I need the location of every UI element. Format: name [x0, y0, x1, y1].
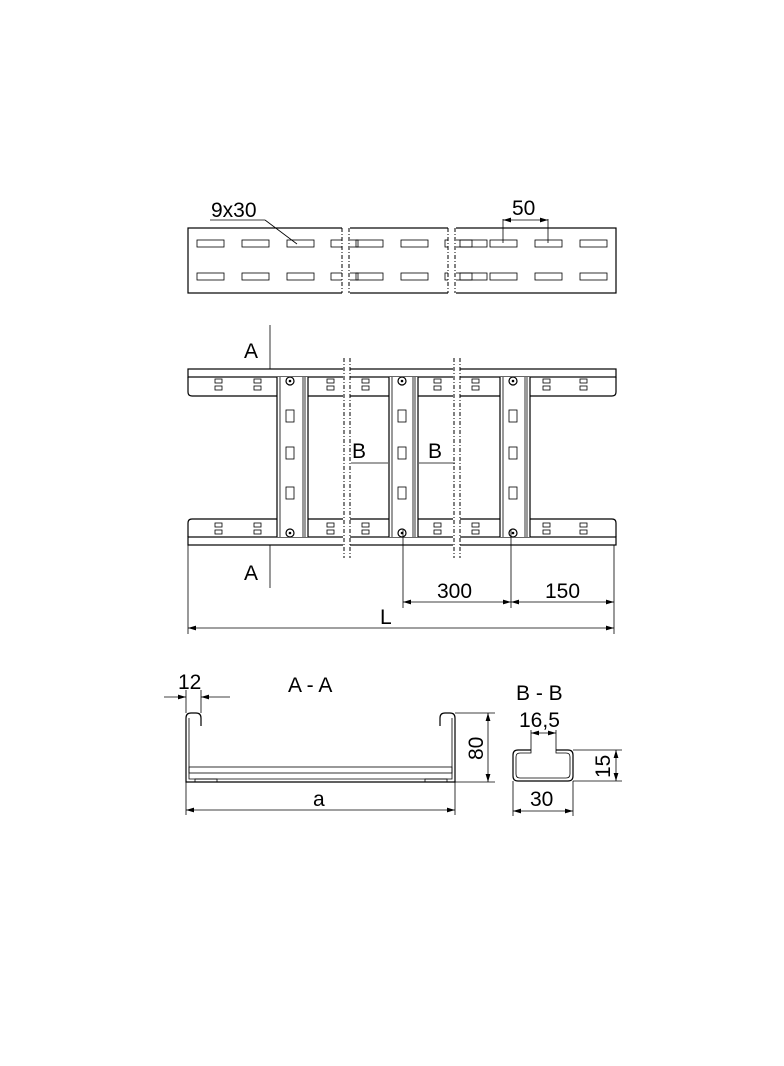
slot-pitch-label: 50 — [512, 197, 535, 220]
rung-slot — [285, 446, 295, 460]
rail-slot — [214, 385, 223, 391]
rung — [388, 376, 419, 538]
rail-slot — [326, 378, 335, 384]
rail-slot — [214, 529, 223, 535]
rail-slot — [326, 529, 335, 535]
slot — [459, 239, 488, 248]
bolt — [397, 376, 407, 386]
section-a-marker-top: A — [244, 340, 258, 363]
rail-slot — [471, 385, 480, 391]
rung-slot — [285, 409, 295, 423]
section-a-marker-bottom: A — [244, 562, 258, 585]
section-b-marker-left: B — [352, 440, 366, 463]
bolt — [285, 528, 295, 538]
length-dimension: L — [380, 606, 392, 629]
rail-slot — [253, 378, 262, 384]
rail-slot — [433, 529, 442, 535]
section-b-marker-right: B — [428, 440, 442, 463]
slot — [355, 272, 384, 281]
rail-slot — [253, 529, 262, 535]
rung-slot — [508, 409, 518, 423]
rail-slot — [579, 529, 588, 535]
slot — [241, 272, 270, 281]
rung-slot — [397, 409, 407, 423]
rail-slot — [253, 522, 262, 528]
rail-slot — [361, 522, 370, 528]
slot-size-label: 9x30 — [211, 199, 257, 222]
rail-slot — [471, 522, 480, 528]
slot — [579, 272, 608, 281]
rung — [276, 376, 309, 538]
rail-slot — [433, 378, 442, 384]
bolt — [285, 376, 295, 386]
slot — [459, 272, 488, 281]
rail-slot — [471, 378, 480, 384]
bb-width-dimension: 30 — [530, 788, 553, 811]
rung-slot — [285, 486, 295, 500]
rail-slot — [579, 378, 588, 384]
rail-slot — [361, 385, 370, 391]
slot — [286, 272, 315, 281]
rail-slot — [542, 378, 551, 384]
slot — [534, 272, 563, 281]
bolt — [508, 528, 518, 538]
bolt — [397, 528, 407, 538]
slot — [400, 272, 429, 281]
rail-slot — [579, 385, 588, 391]
slot — [534, 239, 563, 248]
slot — [489, 239, 518, 248]
rung-slot — [508, 486, 518, 500]
lip-width-dimension: 12 — [178, 671, 201, 694]
rail-slot — [253, 385, 262, 391]
rail-slot — [214, 522, 223, 528]
slot — [400, 239, 429, 248]
section-bb: B - B 16,5 15 30 — [512, 682, 622, 816]
section-aa-title: A - A — [288, 674, 332, 697]
rail-slot — [361, 378, 370, 384]
slot — [286, 239, 315, 248]
rail-slot — [579, 522, 588, 528]
rung — [499, 376, 531, 538]
slot — [579, 239, 608, 248]
rail-slot — [326, 385, 335, 391]
slot — [241, 239, 270, 248]
rail-slot — [326, 522, 335, 528]
end-distance-dimension: 150 — [545, 580, 580, 603]
rung-slot — [508, 446, 518, 460]
rung-pitch-dimension: 300 — [437, 580, 472, 603]
rail-slot — [542, 529, 551, 535]
rail-slot — [433, 385, 442, 391]
slot-width-dimension: 16,5 — [519, 709, 560, 732]
width-dimension: a — [313, 788, 325, 811]
rail-slot — [214, 378, 223, 384]
slot — [444, 239, 473, 248]
slot — [444, 272, 473, 281]
rail-slot — [433, 522, 442, 528]
slot — [196, 272, 225, 281]
slot — [355, 239, 384, 248]
rail-slot — [542, 385, 551, 391]
rail-slot — [471, 529, 480, 535]
section-aa: A - A 12 80 a — [164, 671, 495, 815]
rail-slot — [542, 522, 551, 528]
plan-view: A A B B 300 150 L — [187, 325, 617, 634]
rail-slot — [361, 529, 370, 535]
slot — [196, 239, 225, 248]
height-dimension: 80 — [465, 737, 488, 760]
section-bb-title: B - B — [516, 682, 563, 705]
bb-height-dimension: 15 — [592, 755, 615, 778]
rung-slot — [397, 486, 407, 500]
bolt — [508, 376, 518, 386]
top-view-side-rail: 9x30 50 — [187, 197, 617, 296]
rung-slot — [397, 446, 407, 460]
slot — [489, 272, 518, 281]
